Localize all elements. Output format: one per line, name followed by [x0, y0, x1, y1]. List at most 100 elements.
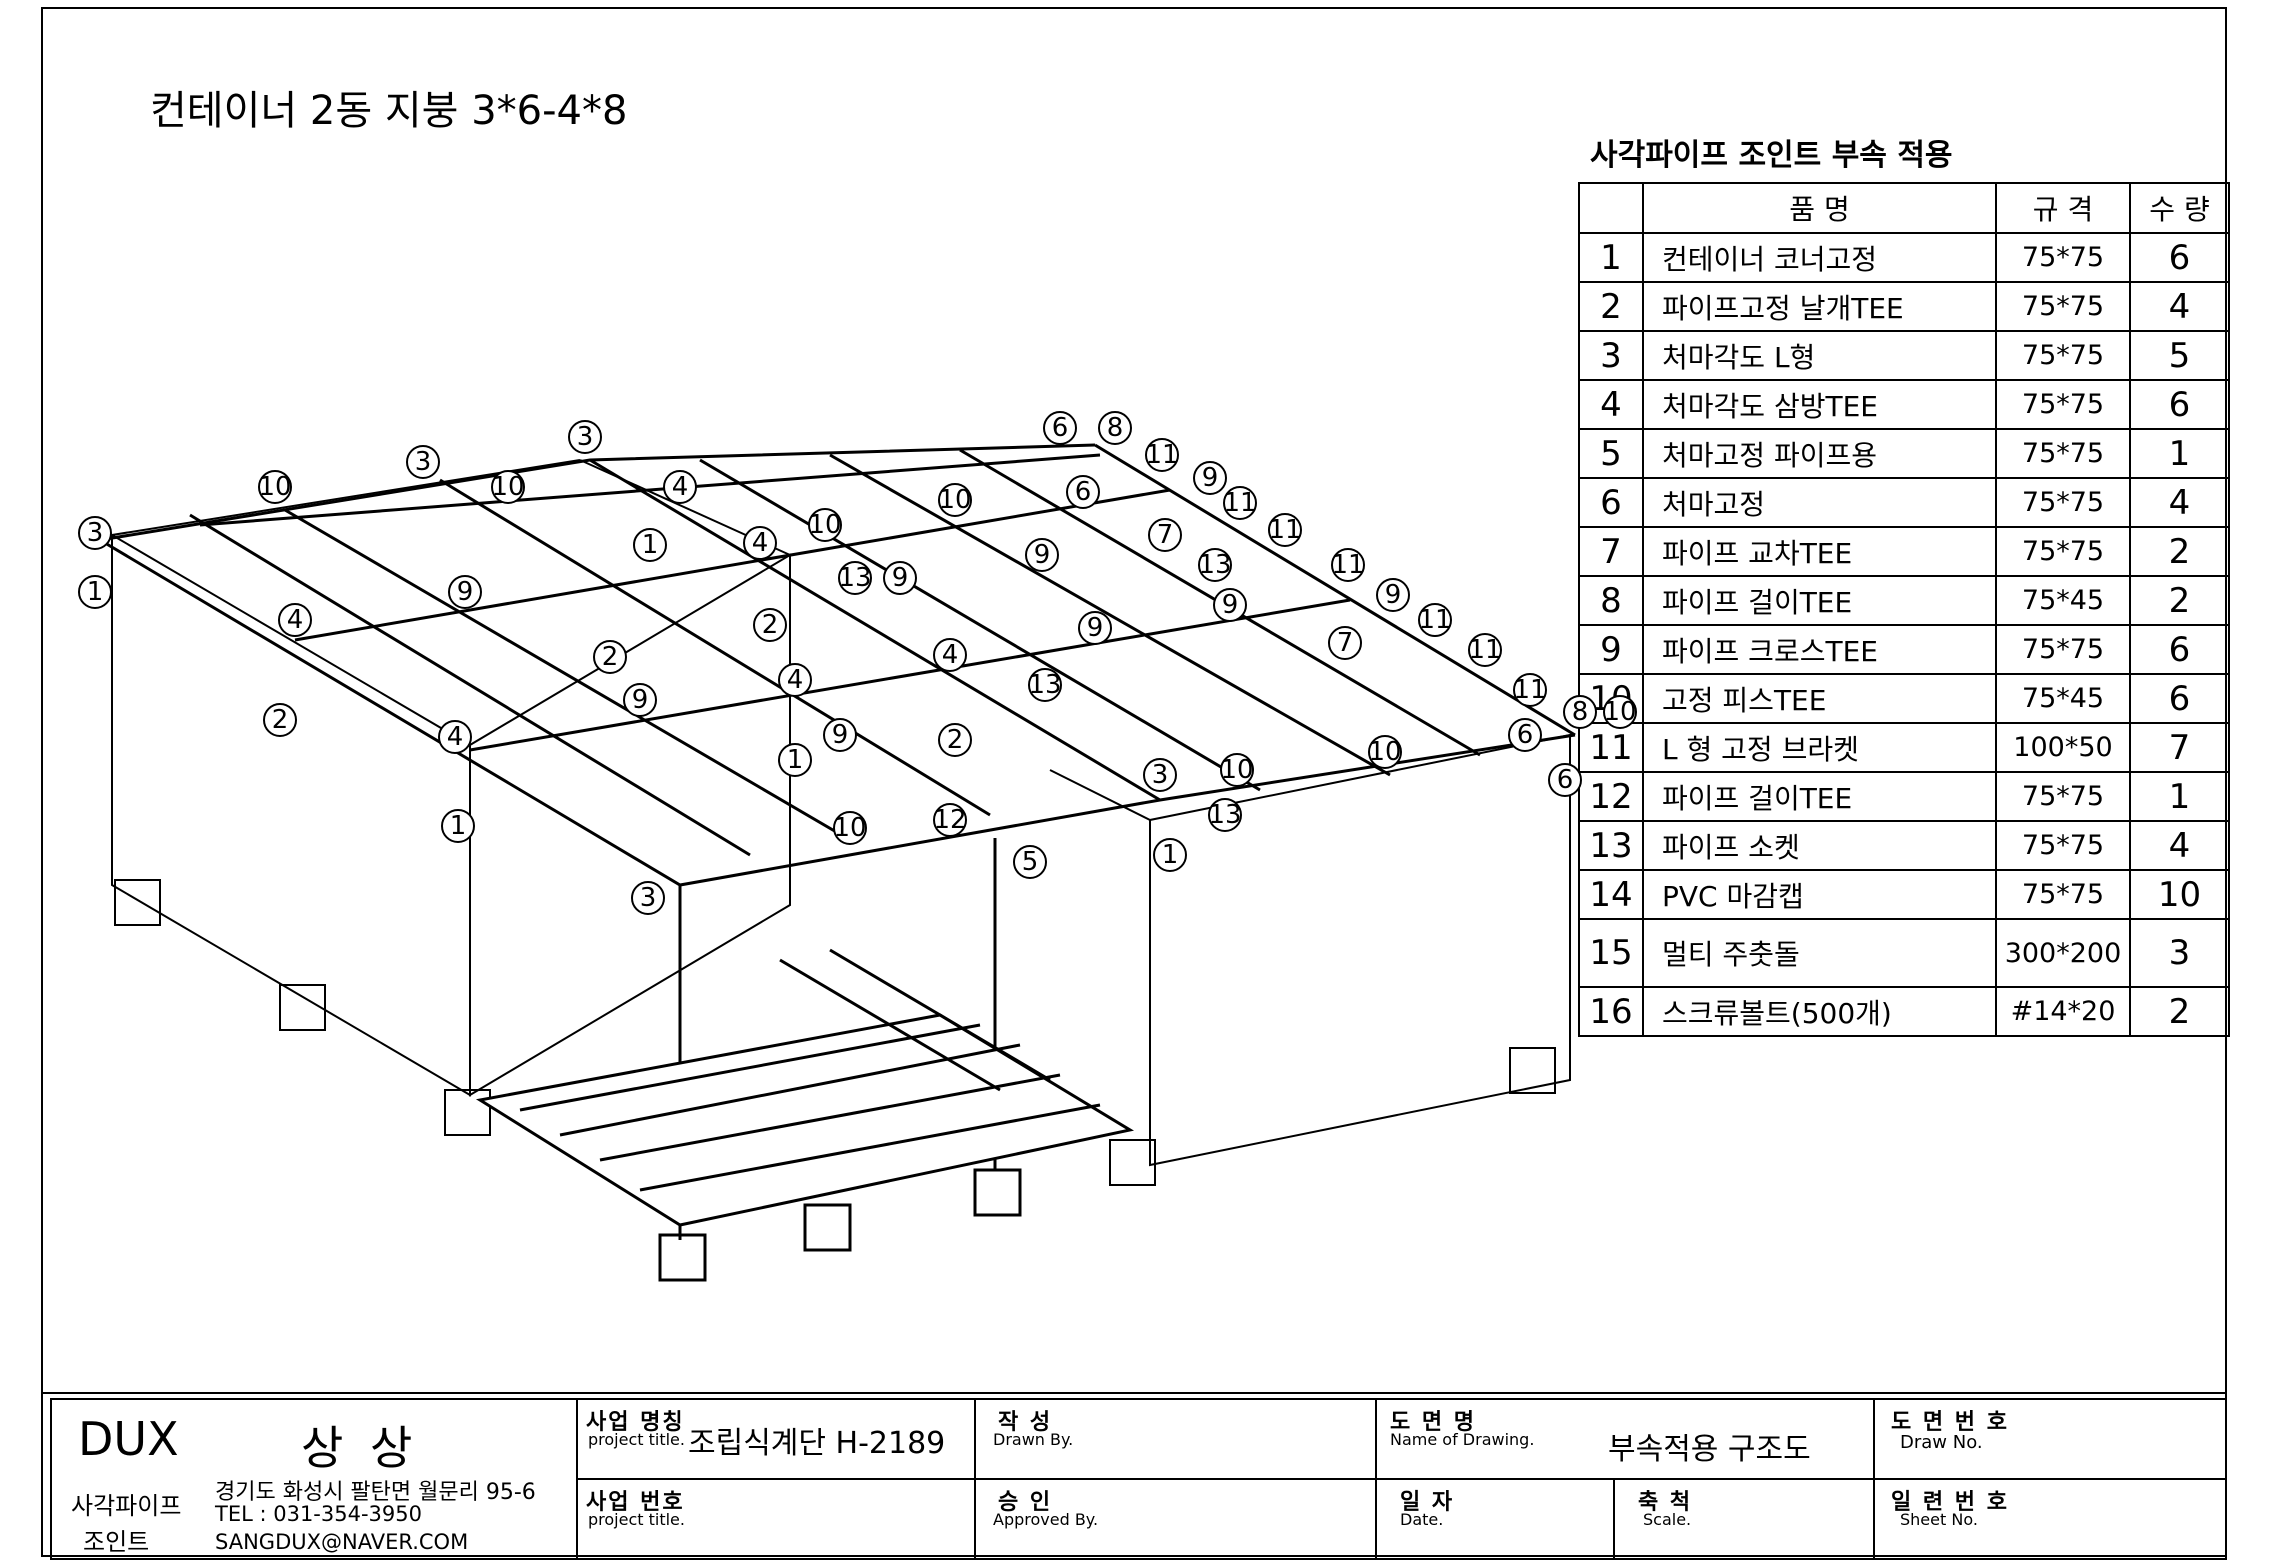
svg-text:2: 2 [602, 642, 619, 672]
parts-cell-spec: 75*75 [1995, 526, 2131, 577]
svg-text:9: 9 [892, 563, 909, 593]
svg-text:2: 2 [272, 705, 289, 735]
parts-cell-qty: 2 [2129, 575, 2230, 626]
parts-cell-spec: 75*75 [1995, 820, 2131, 871]
parts-cell-name: 파이프고정 날개TEE [1642, 281, 1997, 332]
parts-cell-no: 4 [1578, 379, 1644, 430]
sheet-no-sub: Sheet No. [1900, 1510, 1978, 1529]
container-left [111, 459, 791, 1136]
callout-9: 9 [1078, 611, 1112, 645]
callout-9: 9 [448, 575, 482, 609]
callout-4: 4 [743, 526, 777, 560]
parts-cell-qty: 6 [2129, 624, 2230, 675]
header-spec: 규 격 [1995, 182, 2131, 234]
callout-9: 9 [1213, 588, 1247, 622]
drawing-name-sub: Name of Drawing. [1390, 1430, 1535, 1449]
parts-cell-no: 5 [1578, 428, 1644, 479]
callout-5: 5 [1013, 845, 1047, 879]
parts-cell-spec: 75*75 [1995, 281, 2131, 332]
svg-text:3: 3 [1152, 760, 1169, 790]
callout-8: 8 [1563, 695, 1597, 729]
deck-frame [475, 838, 1135, 1282]
callout-6: 6 [1043, 411, 1077, 445]
svg-text:9: 9 [1202, 463, 1219, 493]
svg-text:3: 3 [415, 447, 432, 477]
svg-text:9: 9 [632, 685, 649, 715]
svg-text:9: 9 [1385, 580, 1402, 610]
company-type-1: 사각파이프 [71, 1492, 182, 1520]
svg-text:12: 12 [933, 805, 966, 835]
parts-cell-spec: 75*75 [1995, 330, 2131, 381]
parts-cell-name: 스크류볼트(500개) [1642, 986, 1997, 1037]
parts-cell-spec: 75*75 [1995, 869, 2131, 920]
svg-text:11: 11 [1513, 675, 1546, 705]
svg-text:9: 9 [457, 577, 474, 607]
callout-1: 1 [78, 575, 112, 609]
svg-text:10: 10 [808, 510, 841, 540]
callout-10: 10 [938, 483, 972, 517]
parts-cell-name: 파이프 교차TEE [1642, 526, 1997, 577]
scale-sub: Scale. [1643, 1510, 1692, 1529]
svg-text:2: 2 [947, 725, 964, 755]
callout-4: 4 [438, 720, 472, 754]
date-label: 일 자 [1400, 1490, 1455, 1515]
company-tel: TEL : 031-354-3950 [215, 1502, 422, 1526]
svg-text:4: 4 [942, 640, 959, 670]
svg-text:4: 4 [287, 605, 304, 635]
project-name-value: 조립식계단 H-2189 [688, 1426, 946, 1461]
drawing-name-label: 도 면 명 [1390, 1410, 1477, 1435]
parts-cell-spec: 75*75 [1995, 379, 2131, 430]
parts-cell-spec: 75*75 [1995, 771, 2131, 822]
svg-text:11: 11 [1268, 515, 1301, 545]
parts-cell-name: 처마고정 파이프용 [1642, 428, 1997, 479]
parts-cell-qty: 3 [2129, 918, 2230, 988]
parts-cell-spec: 75*45 [1995, 575, 2131, 626]
svg-text:7: 7 [1157, 520, 1174, 550]
parts-cell-qty: 5 [2129, 330, 2230, 381]
svg-text:10: 10 [258, 472, 291, 502]
svg-text:5: 5 [1022, 847, 1039, 877]
callout-13: 13 [838, 561, 872, 595]
callout-11: 11 [1513, 673, 1547, 707]
callout-9: 9 [623, 683, 657, 717]
parts-cell-qty: 6 [2129, 673, 2230, 724]
callout-9: 9 [1025, 538, 1059, 572]
parts-cell-qty: 6 [2129, 379, 2230, 430]
parts-cell-spec: 300*200 [1995, 918, 2131, 988]
parts-cell-qty: 4 [2129, 820, 2230, 871]
company-address: 경기도 화성시 팔탄면 월문리 95-6 [215, 1480, 536, 1505]
svg-text:13: 13 [838, 563, 871, 593]
company-type-2: 조인트 [83, 1528, 150, 1556]
svg-text:9: 9 [1222, 590, 1239, 620]
svg-text:10: 10 [1368, 737, 1401, 767]
callout-10: 10 [1603, 695, 1637, 729]
callout-9: 9 [883, 561, 917, 595]
drawn-label: 작 성 [998, 1410, 1053, 1435]
parts-cell-name: 고정 피스TEE [1642, 673, 1997, 724]
roof-frame [99, 443, 1576, 887]
header-name: 품 명 [1642, 182, 1997, 234]
svg-text:6: 6 [1517, 720, 1534, 750]
svg-text:11: 11 [1223, 488, 1256, 518]
project-no-sub: project title. [588, 1510, 685, 1529]
parts-cell-qty: 1 [2129, 428, 2230, 479]
draw-no-sub: Draw No. [1900, 1432, 1983, 1453]
callout-11: 11 [1268, 513, 1302, 547]
drawing-name-value: 부속적용 구조도 [1608, 1432, 1811, 1467]
callout-9: 9 [1376, 578, 1410, 612]
callout-4: 4 [933, 638, 967, 672]
svg-text:11: 11 [1331, 550, 1364, 580]
